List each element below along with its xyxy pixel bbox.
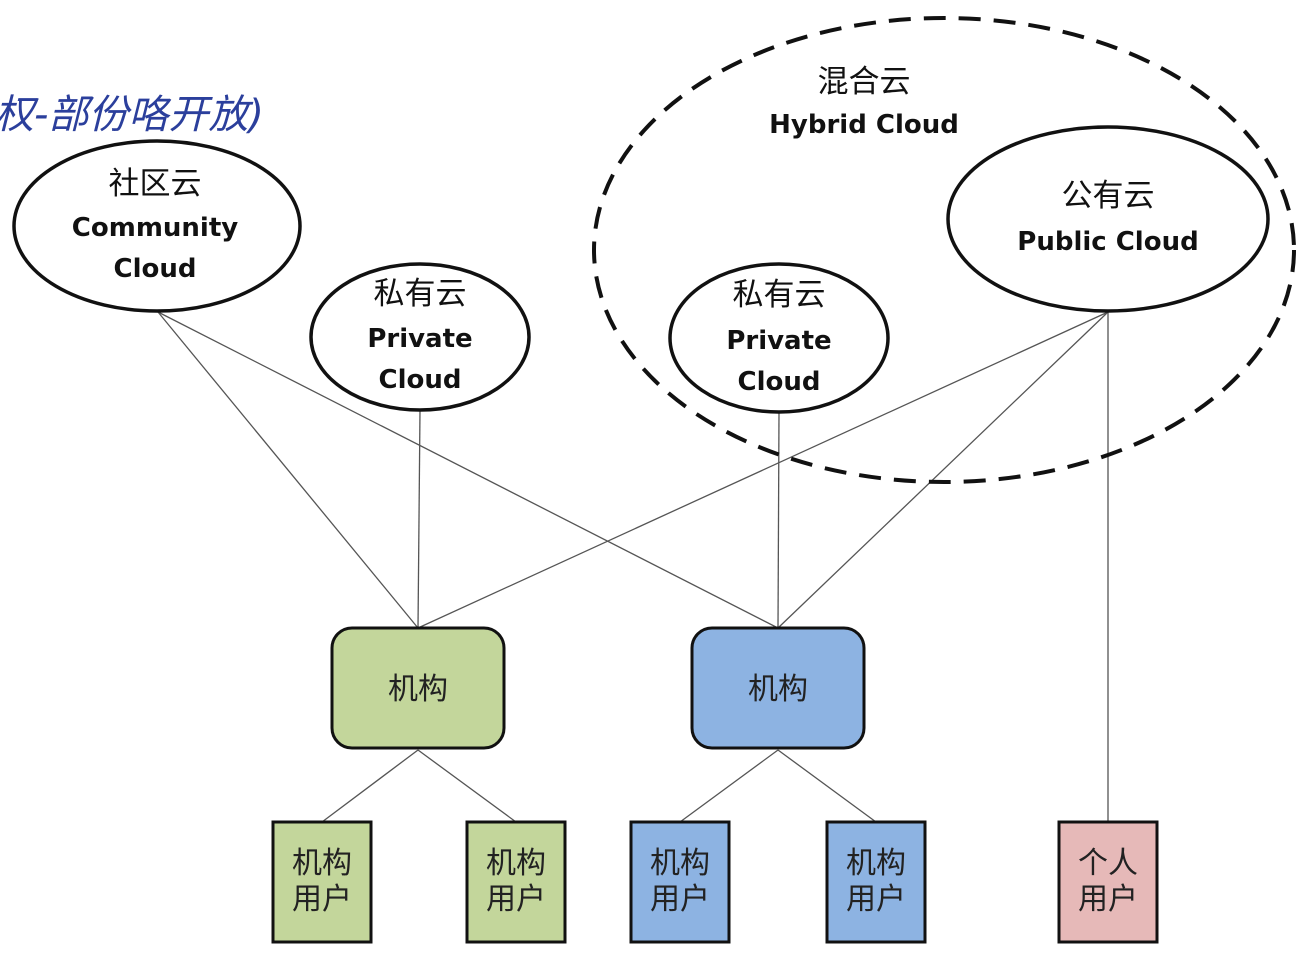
hybrid-cloud-label-en: Hybrid Cloud bbox=[769, 110, 959, 140]
user-box-5 bbox=[1057, 820, 1159, 944]
edge-public-to-org-green bbox=[417, 311, 1109, 629]
user-box-1 bbox=[271, 820, 373, 944]
private-cloud-1-label-zh: 私有云 bbox=[374, 276, 467, 312]
user-5-label-line2: 用户 bbox=[1078, 882, 1138, 917]
user-4-label-line1: 机构 bbox=[846, 846, 906, 881]
community-cloud-label-en-1: Community bbox=[72, 213, 238, 243]
user-box-3 bbox=[629, 820, 731, 944]
organization-green-box bbox=[330, 626, 506, 750]
edge-org-green-to-user-2 bbox=[417, 749, 517, 823]
organization-blue-label: 机构 bbox=[748, 672, 808, 707]
edge-private1-to-org-green bbox=[417, 409, 421, 629]
user-3-label-line1: 机构 bbox=[650, 846, 710, 881]
organization-green-label: 机构 bbox=[388, 672, 448, 707]
private-cloud-1-label-en-2: Cloud bbox=[379, 365, 462, 395]
organization-node-blue: 机构 bbox=[690, 626, 866, 750]
private-cloud-1-label-en-1: Private bbox=[367, 324, 472, 354]
connectors bbox=[157, 311, 1109, 823]
hybrid-cloud-boundary bbox=[592, 16, 1296, 484]
private-cloud-2-label-en-1: Private bbox=[726, 326, 831, 356]
private-cloud-node-1: 私有云 Private Cloud bbox=[309, 262, 531, 412]
private-cloud-1-ellipse bbox=[309, 262, 531, 412]
edge-public-to-org-blue bbox=[777, 311, 1109, 629]
community-cloud-label-en-2: Cloud bbox=[114, 254, 197, 284]
handwritten-annotation: 权-部份咯开放) bbox=[0, 92, 264, 138]
private-cloud-2-label-zh: 私有云 bbox=[733, 277, 826, 313]
hybrid-cloud-label-zh: 混合云 bbox=[818, 64, 911, 100]
edge-community-to-org-blue bbox=[157, 311, 779, 629]
community-cloud-node: 社区云 Community Cloud bbox=[12, 139, 302, 313]
user-node-4: 机构 用户 bbox=[825, 820, 927, 944]
public-cloud-label-en: Public Cloud bbox=[1017, 227, 1198, 257]
user-4-label-line2: 用户 bbox=[846, 882, 906, 917]
community-cloud-label-zh: 社区云 bbox=[109, 166, 202, 202]
user-node-5-personal: 个人 用户 bbox=[1057, 820, 1159, 944]
user-1-label-line1: 机构 bbox=[292, 846, 352, 881]
edge-org-blue-to-user-4 bbox=[777, 749, 877, 823]
edge-org-green-to-user-1 bbox=[321, 749, 419, 823]
user-node-1: 机构 用户 bbox=[271, 820, 373, 944]
organization-node-green: 机构 bbox=[330, 626, 506, 750]
user-5-label-line1: 个人 bbox=[1078, 846, 1138, 881]
public-cloud-node: 公有云 Public Cloud bbox=[946, 125, 1270, 313]
user-2-label-line2: 用户 bbox=[486, 882, 546, 917]
user-3-label-line2: 用户 bbox=[650, 882, 710, 917]
private-cloud-node-2: 私有云 Private Cloud bbox=[668, 262, 890, 414]
user-node-2: 机构 用户 bbox=[465, 820, 567, 944]
private-cloud-2-ellipse bbox=[668, 262, 890, 414]
user-box-4 bbox=[825, 820, 927, 944]
public-cloud-ellipse bbox=[946, 125, 1270, 313]
edge-org-blue-to-user-3 bbox=[679, 749, 779, 823]
user-node-3: 机构 用户 bbox=[629, 820, 731, 944]
public-cloud-label-zh: 公有云 bbox=[1062, 178, 1155, 214]
user-2-label-line1: 机构 bbox=[486, 846, 546, 881]
edge-community-to-org-green bbox=[157, 311, 419, 629]
community-cloud-ellipse bbox=[12, 139, 302, 313]
private-cloud-2-label-en-2: Cloud bbox=[738, 367, 821, 397]
user-box-2 bbox=[465, 820, 567, 944]
edge-private2-to-org-blue bbox=[777, 411, 780, 629]
user-1-label-line2: 用户 bbox=[292, 882, 352, 917]
organization-blue-box bbox=[690, 626, 866, 750]
